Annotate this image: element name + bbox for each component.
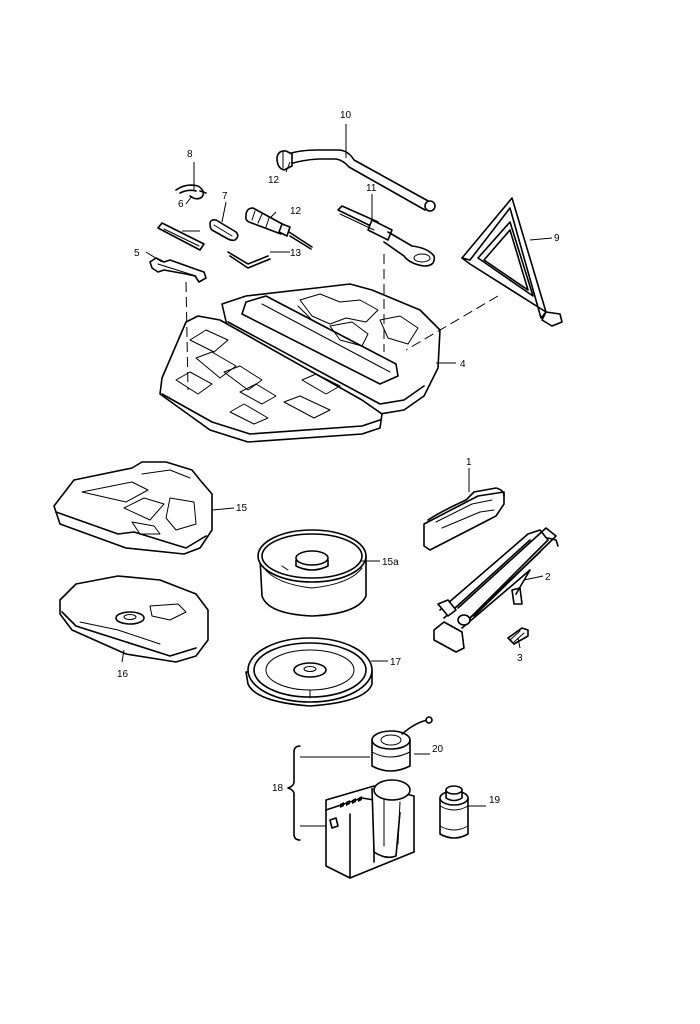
part-2-jack: [433, 527, 559, 653]
part-labels: 10 8 12 11 7 6 12 9 5 13 4 1 15 15a 2 3 …: [117, 110, 560, 806]
label-12: 12: [268, 175, 280, 186]
part-13-screwdriver: [245, 207, 313, 250]
label-9: 9: [554, 233, 560, 244]
label-8: 8: [187, 149, 193, 160]
part-11-tow-eye: [337, 205, 436, 267]
label-19: 19: [489, 795, 501, 806]
allen-key: [227, 251, 271, 269]
part-8-clip: [175, 184, 207, 200]
label-17: 17: [390, 657, 402, 668]
part-19-sealant-bottle: [439, 785, 469, 839]
part-4-tool-tray: [159, 283, 441, 443]
label-4: 4: [460, 359, 466, 370]
label-7: 7: [222, 191, 228, 202]
part-18-compressor-kit: [325, 779, 415, 879]
part-20-compressor-head: [371, 716, 433, 772]
label-1: 1: [466, 457, 472, 468]
label-11: 11: [366, 183, 377, 194]
label-15a: 15a: [382, 557, 399, 568]
label-12b: 12: [290, 206, 302, 217]
label-20: 20: [432, 744, 444, 755]
label-5: 5: [134, 248, 140, 259]
fit-line-spanner: [185, 281, 189, 391]
part-7-pin: [209, 219, 239, 242]
leader-lines: [121, 124, 553, 827]
part-6-rod: [157, 222, 205, 251]
label-2: 2: [545, 572, 551, 583]
part-10-wheel-brace: [276, 149, 436, 212]
label-16: 16: [117, 669, 129, 680]
part-16-wheel-cover: [59, 575, 209, 663]
bracket-18: [287, 745, 301, 841]
label-3: 3: [517, 653, 523, 664]
label-18: 18: [272, 783, 284, 794]
part-15a-foam-ring: [257, 529, 367, 617]
part-5-spanner: [149, 257, 207, 283]
part-17-spare-wheel: [245, 637, 373, 707]
label-10: 10: [340, 110, 352, 121]
part-15-foam-insert: [53, 461, 213, 555]
part-1-jack-holder: [423, 487, 505, 551]
label-15: 15: [236, 503, 248, 514]
label-6: 6: [178, 199, 184, 210]
fit-line-triangle: [405, 295, 499, 351]
part-9-warning-triangle: [461, 197, 563, 327]
part-3-screw: [507, 627, 529, 645]
label-13: 13: [290, 248, 302, 259]
